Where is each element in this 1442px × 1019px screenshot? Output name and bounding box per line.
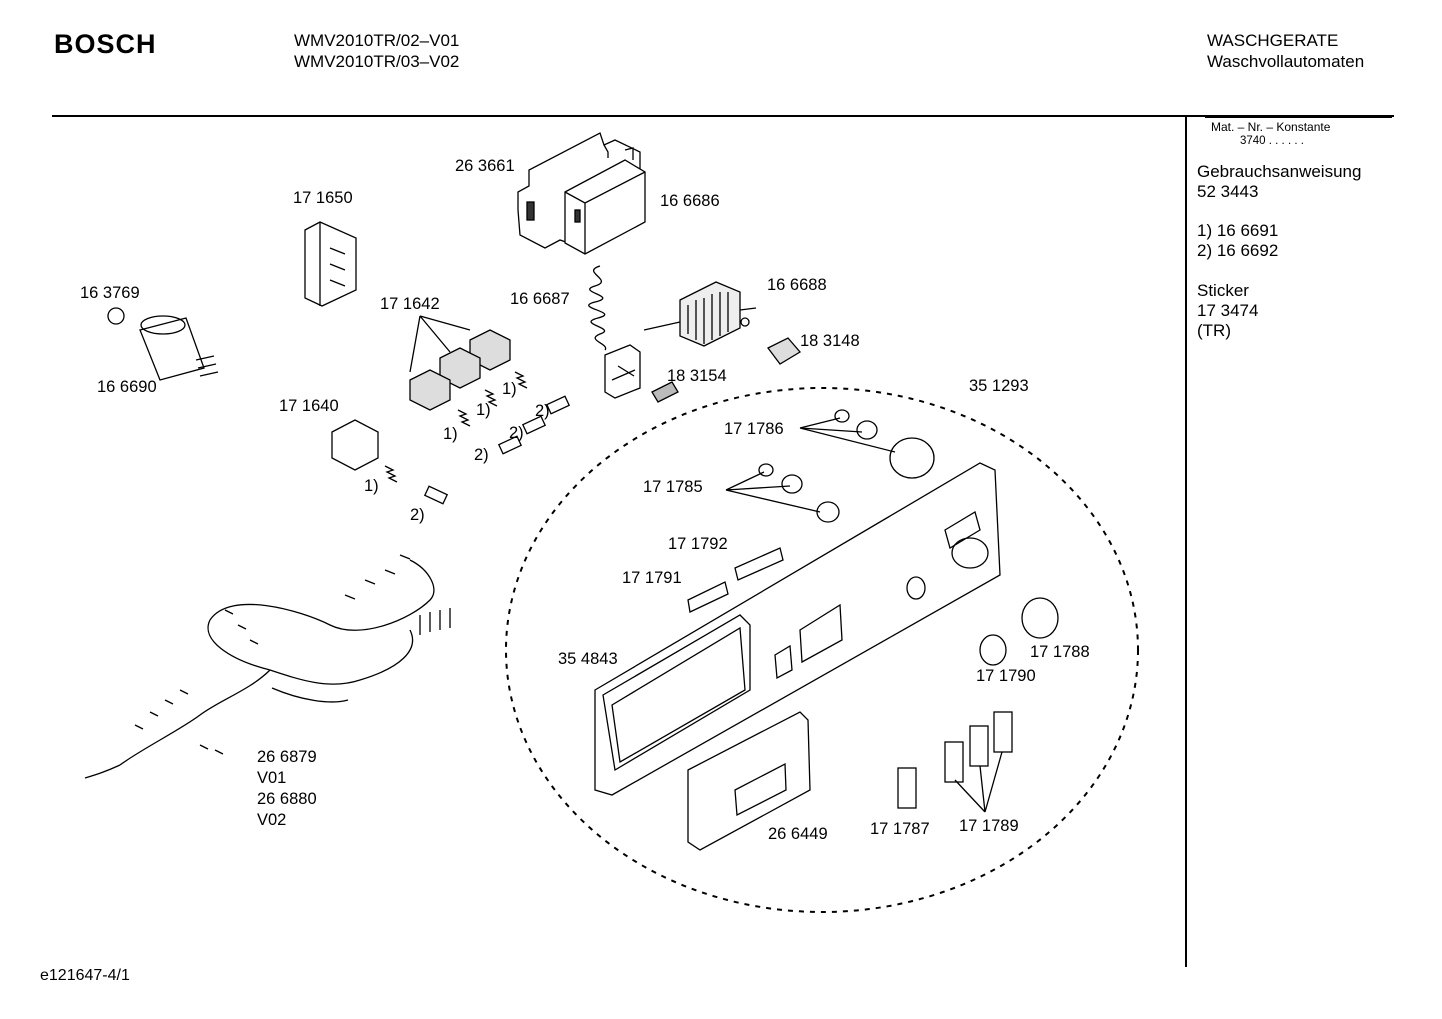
spring-part <box>457 409 471 427</box>
footnote-2: 2) 16 6692 <box>1197 241 1279 260</box>
label-163769: 16 3769 <box>80 284 140 302</box>
drawer-front-part <box>687 711 811 851</box>
label-171786: 17 1786 <box>724 420 784 438</box>
footnote-mark-2: 2) <box>535 402 550 420</box>
assembly-dashed-outline <box>505 387 1139 913</box>
cap-part <box>423 485 449 505</box>
button-171789-part <box>969 725 989 767</box>
footnote-mark-1: 1) <box>443 425 458 443</box>
electronic-module-part <box>564 159 646 255</box>
label-263661: 26 3661 <box>455 157 515 175</box>
knob-183148-part <box>767 337 801 365</box>
label-183148: 18 3148 <box>800 332 860 350</box>
capacitor-part <box>139 315 219 381</box>
label-166688: 16 6688 <box>767 276 827 294</box>
switch-1640-part <box>331 419 379 471</box>
coiled-wire-part <box>588 265 607 351</box>
programmer-timer-part <box>643 281 757 347</box>
label-v02: V02 <box>257 811 287 829</box>
label-266880: 26 6880 <box>257 790 317 808</box>
part-171785-a <box>758 463 774 477</box>
control-board-part <box>517 132 641 249</box>
label-354843: 35 4843 <box>558 650 618 668</box>
spring-part <box>384 465 398 483</box>
switch-1642-lower <box>409 369 451 411</box>
label-183154: 18 3154 <box>667 367 727 385</box>
model-number-1: WMV2010TR/02–V01 <box>294 31 460 50</box>
knob-171788-part <box>1021 597 1059 639</box>
button-171787-part <box>897 767 917 809</box>
part-171785-b <box>781 474 803 494</box>
footnote-mark-1: 1) <box>364 477 379 495</box>
sticker-country: (TR) <box>1197 321 1231 340</box>
mat-number-value: 3740 . . . . . . <box>1240 135 1304 147</box>
knob-351293-part <box>889 437 935 479</box>
label-351293: 35 1293 <box>969 377 1029 395</box>
label-v01: V01 <box>257 769 287 787</box>
drawing-id: e121647-4/1 <box>40 967 130 984</box>
button-171789-part <box>944 741 964 783</box>
header-divider <box>52 115 1394 117</box>
label-171789: 17 1789 <box>959 817 1019 835</box>
nut-part <box>107 307 125 325</box>
label-171790: 17 1790 <box>976 667 1036 685</box>
control-panel-part <box>594 462 1001 796</box>
manual-label: Gebrauchsanweisung <box>1197 162 1362 181</box>
sticker-number: 17 3474 <box>1197 301 1259 320</box>
label-171791: 17 1791 <box>622 569 682 587</box>
label-166690: 16 6690 <box>97 378 157 396</box>
footnote-mark-1: 1) <box>502 380 517 398</box>
model-number-2: WMV2010TR/03–V02 <box>294 52 460 71</box>
cap-part <box>497 435 523 455</box>
label-171650: 17 1650 <box>293 189 353 207</box>
clip-171791-part <box>687 581 729 613</box>
spring-part <box>514 371 528 389</box>
wiring-harness-part <box>84 554 451 779</box>
label-266449: 26 6449 <box>768 825 828 843</box>
clip-171792-part <box>734 547 784 581</box>
label-171792: 17 1792 <box>668 535 728 553</box>
label-266879: 26 6879 <box>257 748 317 766</box>
part-171786-b <box>856 420 878 440</box>
spring-part <box>484 389 498 407</box>
knob-183154-part <box>651 381 679 403</box>
switch-block-part <box>304 221 357 307</box>
footnote-1: 1) 16 6691 <box>1197 221 1279 240</box>
footnote-mark-2: 2) <box>509 424 524 442</box>
label-171785: 17 1785 <box>643 478 703 496</box>
footnote-mark-2: 2) <box>474 446 489 464</box>
part-171786-a <box>834 409 850 423</box>
label-166686: 16 6686 <box>660 192 720 210</box>
thermostat-part <box>604 344 641 399</box>
cap-part <box>521 415 547 435</box>
footnote-mark-1: 1) <box>476 401 491 419</box>
cap-part <box>545 395 571 415</box>
sticker-label: Sticker <box>1197 281 1249 300</box>
brand-logo: BOSCH <box>54 29 157 59</box>
category-title: WASCHGERATE <box>1207 31 1339 50</box>
label-166687: 16 6687 <box>510 290 570 308</box>
mat-number-label: Mat. – Nr. – Konstante <box>1211 120 1331 134</box>
manual-number: 52 3443 <box>1197 182 1259 201</box>
label-171787: 17 1787 <box>870 820 930 838</box>
label-171788: 17 1788 <box>1030 643 1090 661</box>
label-171642: 17 1642 <box>380 295 440 313</box>
sidebar-divider <box>1185 115 1187 967</box>
label-171640: 17 1640 <box>279 397 339 415</box>
part-171785-c <box>816 501 840 523</box>
button-171789-part <box>993 711 1013 753</box>
sidebar-top-rule <box>1205 117 1392 118</box>
footnote-mark-2: 2) <box>410 506 425 524</box>
category-subtitle: Waschvollautomaten <box>1207 52 1365 71</box>
knob-171790-part <box>979 634 1007 666</box>
